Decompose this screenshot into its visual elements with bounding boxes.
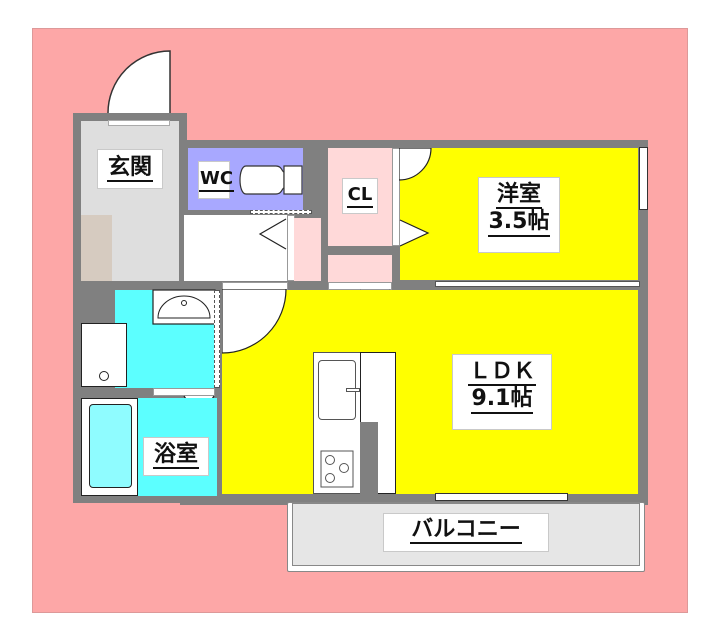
bathtub-basin: [89, 404, 132, 488]
western-window: [639, 147, 648, 210]
bath-label: 浴室: [143, 437, 209, 476]
ldk-door-swing-icon: [222, 289, 287, 354]
balcony-window: [435, 493, 568, 501]
shoe-cabinet: [81, 215, 112, 281]
washroom-sliding-door: [214, 290, 220, 388]
stove-icon: [320, 450, 354, 488]
wc-sliding-door: [250, 210, 312, 214]
western-room-label: 洋室 3.5帖: [478, 177, 560, 253]
toilet-icon: [239, 165, 303, 195]
bath-door-panel: [153, 388, 215, 396]
wc-label: WC: [198, 161, 235, 199]
ldk-label: ＬＤＫ 9.1帖: [452, 354, 552, 430]
closet-lower: [328, 255, 392, 283]
faucet-icon: [346, 388, 360, 392]
washing-machine-space: [81, 323, 127, 387]
ldk-room: [222, 290, 638, 494]
closet-label: CL: [342, 178, 378, 214]
balcony-label: バルコニー: [383, 513, 549, 552]
closet-door-swing-icon-2: [399, 219, 430, 247]
door-swing-icon: [258, 218, 287, 250]
western-sliding-partition: [435, 281, 640, 287]
western-door-panel: [392, 148, 400, 246]
storage-pink: [294, 218, 321, 281]
genkan-label: 玄関: [97, 149, 163, 189]
closet-door-panel: [328, 282, 392, 290]
sink-icon: [152, 289, 216, 325]
drain-icon: [99, 371, 109, 381]
refrigerator-space: [360, 422, 378, 494]
hallway: [184, 215, 288, 281]
entrance-door-icon: [107, 50, 171, 121]
western-door-swing-icon: [399, 148, 432, 181]
entrance-threshold: [108, 120, 170, 126]
